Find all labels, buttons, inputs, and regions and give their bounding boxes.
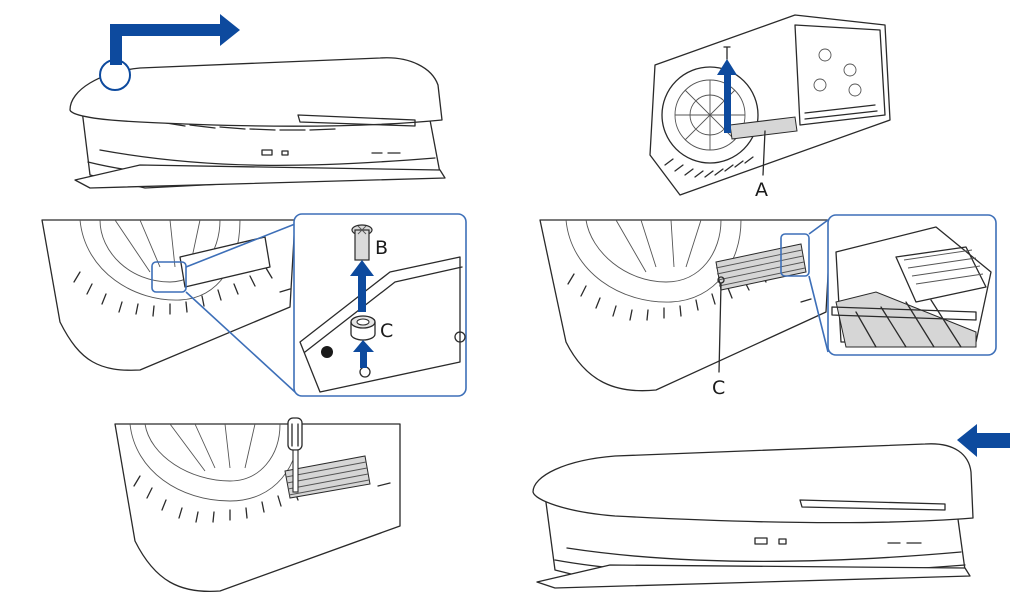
label-a: A: [755, 179, 768, 201]
usb-port: [261, 149, 273, 156]
slide-arrow-left-icon: [957, 424, 1010, 457]
cooling-fan: [661, 66, 759, 164]
step3-remove-screw-and-spacer-illustration: B C: [41, 213, 467, 397]
expansion-cover-a: [729, 116, 798, 140]
leader-line-a: [762, 130, 766, 176]
zoom-connector: [185, 223, 296, 393]
lift-slide-arrow-icon: [110, 14, 240, 65]
zoom-source-box: [151, 261, 187, 293]
drive-panel: [794, 24, 886, 126]
spacer-c-small: [717, 276, 725, 284]
ssd-heatsink: [715, 243, 807, 291]
step4-install-ssd-illustration: C: [539, 214, 997, 399]
step6-reattach-cover-illustration: [532, 424, 1010, 589]
remove-arrow-shaft: [724, 73, 731, 133]
stand-base: [74, 164, 446, 189]
disc-slot: [297, 114, 416, 127]
console-underside-part: [539, 219, 832, 392]
cooling-fan: [129, 423, 301, 502]
step1-remove-cover-illustration: [69, 14, 446, 189]
step5-fasten-screw-illustration: [114, 417, 401, 593]
zoomed-panel: [299, 256, 461, 393]
stand-base: [536, 564, 971, 589]
screwdriver-icon: [287, 417, 303, 493]
label-c: C: [380, 320, 393, 342]
zoomed-connector: [831, 226, 992, 348]
m2-slot: [179, 236, 271, 288]
label-b: B: [375, 237, 388, 259]
console-underside-part: [114, 423, 401, 593]
leader-line-c: [718, 283, 722, 373]
label-c-step4: C: [712, 377, 725, 399]
remove-arrow-icon: [717, 59, 737, 75]
ssd-heatsink: [284, 455, 371, 499]
zoom-source-box: [780, 233, 810, 277]
screw-icon: [723, 46, 731, 60]
disc-slot: [799, 499, 946, 511]
remove-screw-arrow-icon: [350, 260, 374, 276]
step2-remove-expansion-cover-illustration: A: [649, 14, 891, 201]
push-arrow-icon: [353, 340, 374, 352]
usb-port: [754, 537, 768, 545]
top-cover: [532, 443, 974, 524]
zoom-connector: [808, 219, 829, 353]
